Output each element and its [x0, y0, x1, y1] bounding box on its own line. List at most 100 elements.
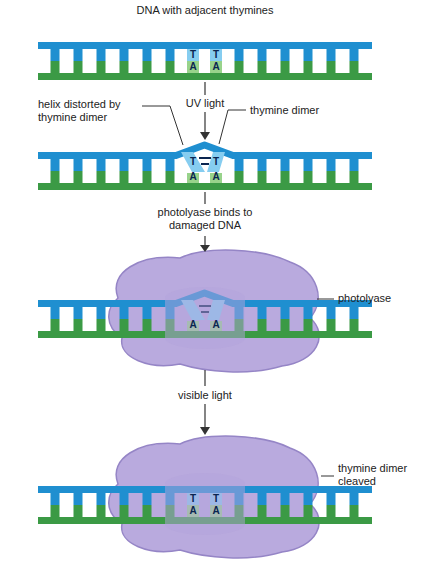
base-rung [327, 307, 336, 319]
base-rung [350, 171, 359, 183]
base-rung [143, 159, 152, 171]
base-rung [304, 159, 313, 171]
base-rung [97, 61, 106, 73]
base-rung [51, 61, 60, 73]
base-rung [350, 319, 359, 331]
base-letter: A [189, 506, 196, 516]
dimer-bond [199, 157, 211, 159]
base-rung [350, 159, 359, 171]
annotation-label: thymine dimer cleaved [338, 462, 418, 488]
base-rung [304, 493, 313, 505]
base-letter: A [212, 172, 219, 182]
base-rung [281, 49, 290, 61]
adenine-base [210, 61, 222, 73]
base-rung [258, 49, 267, 61]
base-rung [304, 49, 313, 61]
base-rung [143, 307, 152, 319]
base-rung [258, 493, 267, 505]
base-rung [120, 505, 129, 517]
base-rung [74, 493, 83, 505]
base-rung [97, 319, 106, 331]
leader-line [142, 106, 334, 476]
base-rung [258, 171, 267, 183]
dna-backbone [38, 145, 372, 156]
photolyase-lobe [165, 287, 245, 349]
base-letter: T [213, 494, 219, 504]
base-rung [120, 49, 129, 61]
base-rung [97, 171, 106, 183]
annotation-label: helix distorted by thymine dimer [38, 98, 143, 124]
base-rung [304, 505, 313, 517]
annotation-label: UV light [186, 97, 225, 110]
base-rung [143, 171, 152, 183]
base-letter: A [189, 62, 196, 72]
adenine-base [210, 173, 222, 183]
base-rung [143, 49, 152, 61]
photolyase-blob [109, 250, 319, 372]
base-rung [51, 49, 60, 61]
annotation-label: thymine dimer [250, 104, 319, 117]
base-rung [120, 493, 129, 505]
base-rung [235, 159, 244, 171]
base-rung [258, 307, 267, 319]
annotation-label: visible light [178, 389, 232, 402]
base-letter: T [213, 157, 219, 167]
base-rung [281, 307, 290, 319]
base-rung [350, 49, 359, 61]
base-rung [97, 505, 106, 517]
base-rung [120, 171, 129, 183]
base-rung [235, 171, 244, 183]
base-rung [350, 505, 359, 517]
base-rung [74, 61, 83, 73]
base-letter: T [213, 50, 219, 60]
base-rung [166, 171, 175, 183]
base-rung [327, 319, 336, 331]
annotation-label: photolyase [338, 292, 391, 305]
base-letter: T [190, 157, 196, 167]
base-rung [120, 319, 129, 331]
photolyase-blob [109, 436, 319, 558]
dna-backbone [38, 73, 372, 80]
base-rung [281, 171, 290, 183]
thymine-base [181, 152, 205, 172]
base-rung [74, 319, 83, 331]
photolyase-lobe [165, 473, 245, 535]
base-rung [51, 493, 60, 505]
base-rung [120, 61, 129, 73]
base-rung [327, 159, 336, 171]
annotation-label: DNA with adjacent thymines [137, 4, 274, 17]
base-rung [281, 505, 290, 517]
base-rung [97, 307, 106, 319]
base-rung [350, 307, 359, 319]
base-rung [166, 159, 175, 171]
base-rung [74, 307, 83, 319]
base-rung [350, 61, 359, 73]
base-rung [166, 49, 175, 61]
base-letter: A [212, 506, 219, 516]
base-rung [74, 171, 83, 183]
base-rung [51, 307, 60, 319]
dimer-bond [201, 163, 209, 165]
base-rung [281, 319, 290, 331]
base-rung [281, 61, 290, 73]
thymine-base [210, 49, 222, 61]
base-rung [74, 159, 83, 171]
base-rung [97, 49, 106, 61]
base-rung [235, 61, 244, 73]
base-rung [51, 505, 60, 517]
thymine-base [187, 49, 199, 61]
base-rung [258, 319, 267, 331]
base-letter: A [189, 320, 196, 330]
dna-backbone [38, 183, 372, 190]
base-rung [143, 505, 152, 517]
base-rung [304, 307, 313, 319]
base-rung [258, 159, 267, 171]
base-letter: T [190, 50, 196, 60]
base-letter: A [189, 172, 196, 182]
base-rung [258, 505, 267, 517]
adenine-base [187, 61, 199, 73]
base-rung [235, 49, 244, 61]
thymine-base [207, 152, 225, 172]
base-rung [143, 61, 152, 73]
base-rung [327, 505, 336, 517]
